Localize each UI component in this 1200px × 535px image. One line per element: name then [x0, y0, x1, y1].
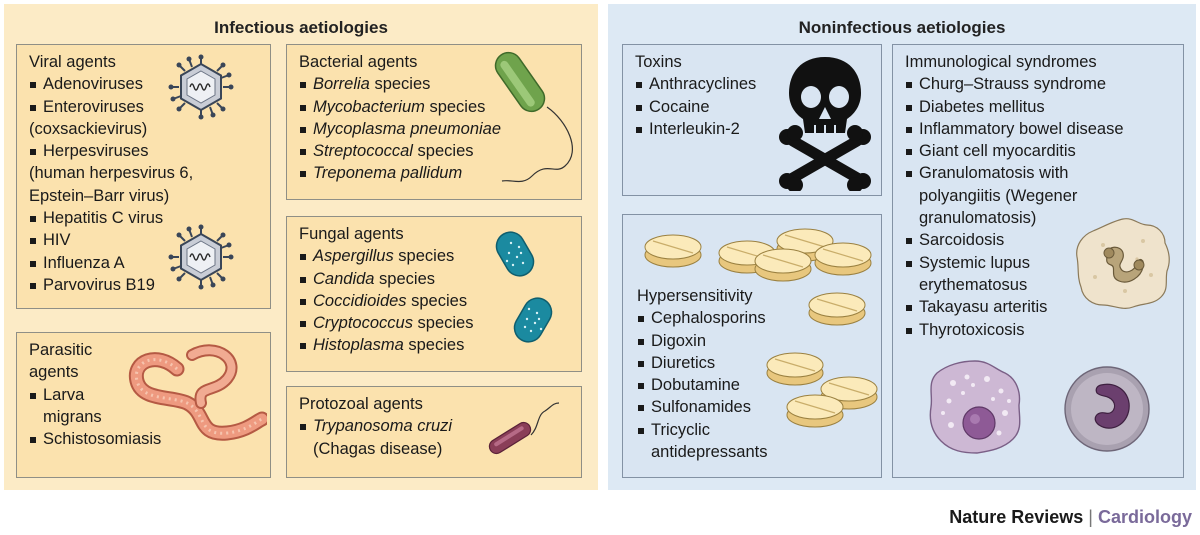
list-item: Tricyclic — [637, 419, 768, 441]
protozoal-agents-box: Protozoal agents Trypanosoma cruzi (Chag… — [286, 386, 582, 478]
list-item: Histoplasma species — [299, 334, 571, 356]
list-item: Dobutamine — [637, 374, 768, 396]
list-item: (human herpesvirus 6, — [29, 164, 194, 183]
monocyte-icon — [1064, 366, 1150, 452]
list-item: Granulomatosis with — [905, 162, 1173, 184]
granulocyte-icon — [1076, 218, 1170, 309]
noninfectious-title: Noninfectious aetiologies — [798, 18, 1006, 37]
list-item: HIV — [29, 229, 260, 251]
virus-icon — [168, 54, 234, 120]
list-item: Streptococcal species — [299, 140, 571, 162]
pill-icon — [786, 394, 844, 428]
parasitic-agents-list: Larva migrans Schistosomiasis — [29, 384, 260, 451]
protozoal-agents-title: Protozoal agents — [299, 395, 423, 413]
list-item: Treponema pallidum — [299, 162, 571, 184]
list-item: Schistosomiasis — [29, 428, 260, 450]
worm-icon — [128, 344, 267, 441]
list-item: (coxsackievirus) — [29, 119, 148, 138]
fungal-agents-box: Fungal agents Aspergillus species Candid… — [286, 216, 582, 372]
list-item: Inflammatory bowel disease — [905, 118, 1173, 140]
list-item: Takayasu arteritis — [905, 296, 1173, 318]
list-item: Herpesviruses — [29, 140, 260, 162]
immunological-box: Immunological syndromes Churg–Strauss sy… — [892, 44, 1184, 478]
list-item: Parvovirus B19 — [29, 274, 260, 296]
pill-icon — [754, 248, 812, 282]
infectious-title: Infectious aetiologies — [214, 18, 388, 37]
list-item: granulomatosis) — [919, 209, 1037, 228]
list-item: Cocaine — [635, 96, 871, 118]
list-item: erythematosus — [919, 275, 1028, 294]
noninfectious-panel: Noninfectious aetiologies Toxins Anthrac… — [608, 4, 1196, 490]
list-item: polyangiitis (Wegener — [919, 186, 1078, 205]
list-item: Diuretics — [637, 352, 768, 374]
list-item: antidepressants — [651, 443, 768, 462]
eosinophil-icon — [929, 360, 1021, 454]
fungal-agents-title: Fungal agents — [299, 225, 404, 243]
parasitic-agents-title-line2: agents — [29, 363, 79, 382]
hypersensitivity-content: Hypersensitivity Cephalosporins Digoxin … — [637, 285, 768, 463]
pill-icon — [644, 234, 702, 268]
list-item: Larva — [29, 384, 260, 406]
toxins-box: Toxins Anthracyclines Cocaine Interleuki… — [622, 44, 882, 196]
footer-separator: | — [1088, 507, 1093, 527]
list-item: migrans — [43, 407, 102, 426]
list-item: Sarcoidosis — [905, 229, 1173, 251]
bacterial-agents-list: Borrelia species Mycobacterium species M… — [299, 73, 571, 184]
list-item: Systemic lupus — [905, 252, 1173, 274]
viral-agents-list: Adenoviruses Enteroviruses (coxsackievir… — [29, 73, 260, 296]
parasitic-agents-title: Parasitic — [29, 341, 93, 359]
list-item: Enteroviruses — [29, 96, 260, 118]
fungal-spore-icon — [513, 297, 553, 343]
list-item: Coccidioides species — [299, 290, 571, 312]
list-item: Borrelia species — [299, 73, 571, 95]
footer-brand: Nature Reviews|Cardiology — [949, 507, 1192, 528]
viral-agents-title: Viral agents — [29, 53, 116, 71]
skull-crossbones-icon — [779, 57, 871, 191]
pill-icon — [814, 242, 872, 276]
fungal-spore-icon — [495, 231, 535, 277]
parasitic-agents-box: Parasitic agents Larva migrans Schistoso… — [16, 332, 271, 478]
bacterium-icon — [494, 51, 573, 183]
list-item: Epstein–Barr virus) — [29, 186, 170, 205]
hypersensitivity-list: Cephalosporins Digoxin Diuretics Dobutam… — [637, 307, 768, 463]
list-item: Anthracyclines — [635, 73, 871, 95]
list-item: Influenza A — [29, 252, 260, 274]
virus-icon — [168, 224, 234, 290]
list-item: Hepatitis C virus — [29, 207, 260, 229]
list-item: Churg–Strauss syndrome — [905, 73, 1173, 95]
pill-icon — [808, 292, 866, 326]
list-item: Thyrotoxicosis — [905, 319, 1173, 341]
list-item: Adenoviruses — [29, 73, 260, 95]
viral-agents-box: Viral agents Adenoviruses Enteroviruses … — [16, 44, 271, 309]
list-item: Sulfonamides — [637, 396, 768, 418]
list-item: Interleukin-2 — [635, 118, 871, 140]
journal-name: Cardiology — [1097, 507, 1192, 527]
list-item: Cephalosporins — [637, 307, 768, 329]
list-item: Trypanosoma cruzi — [299, 415, 571, 437]
protozoal-agents-list: Trypanosoma cruzi (Chagas disease) — [299, 415, 571, 460]
list-item: (Chagas disease) — [313, 439, 443, 458]
bacterial-agents-box: Bacterial agents Borrelia species Mycoba… — [286, 44, 582, 200]
list-item: Candida species — [299, 268, 571, 290]
infectious-panel: Infectious aetiologies Viral agents Aden… — [4, 4, 598, 490]
hypersensitivity-box: Hypersensitivity Cephalosporins Digoxin … — [622, 214, 882, 478]
fungal-agents-list: Aspergillus species Candida species Cocc… — [299, 245, 571, 356]
immunological-title: Immunological syndromes — [905, 53, 1097, 71]
toxins-title: Toxins — [635, 53, 682, 71]
list-item: Aspergillus species — [299, 245, 571, 267]
bacterial-agents-title: Bacterial agents — [299, 53, 418, 71]
publisher-name: Nature Reviews — [949, 507, 1084, 527]
protozoan-icon — [488, 402, 560, 455]
pill-icon — [766, 352, 824, 386]
list-item: Mycoplasma pneumoniae — [299, 118, 571, 140]
list-item: Giant cell myocarditis — [905, 140, 1173, 162]
immunological-list: Churg–Strauss syndrome Diabetes mellitus… — [905, 73, 1173, 341]
hypersensitivity-title: Hypersensitivity — [637, 287, 753, 305]
list-item: Cryptococcus species — [299, 312, 571, 334]
list-item: Diabetes mellitus — [905, 96, 1173, 118]
toxins-list: Anthracyclines Cocaine Interleukin-2 — [635, 73, 871, 140]
list-item: Mycobacterium species — [299, 96, 571, 118]
list-item: Digoxin — [637, 330, 768, 352]
